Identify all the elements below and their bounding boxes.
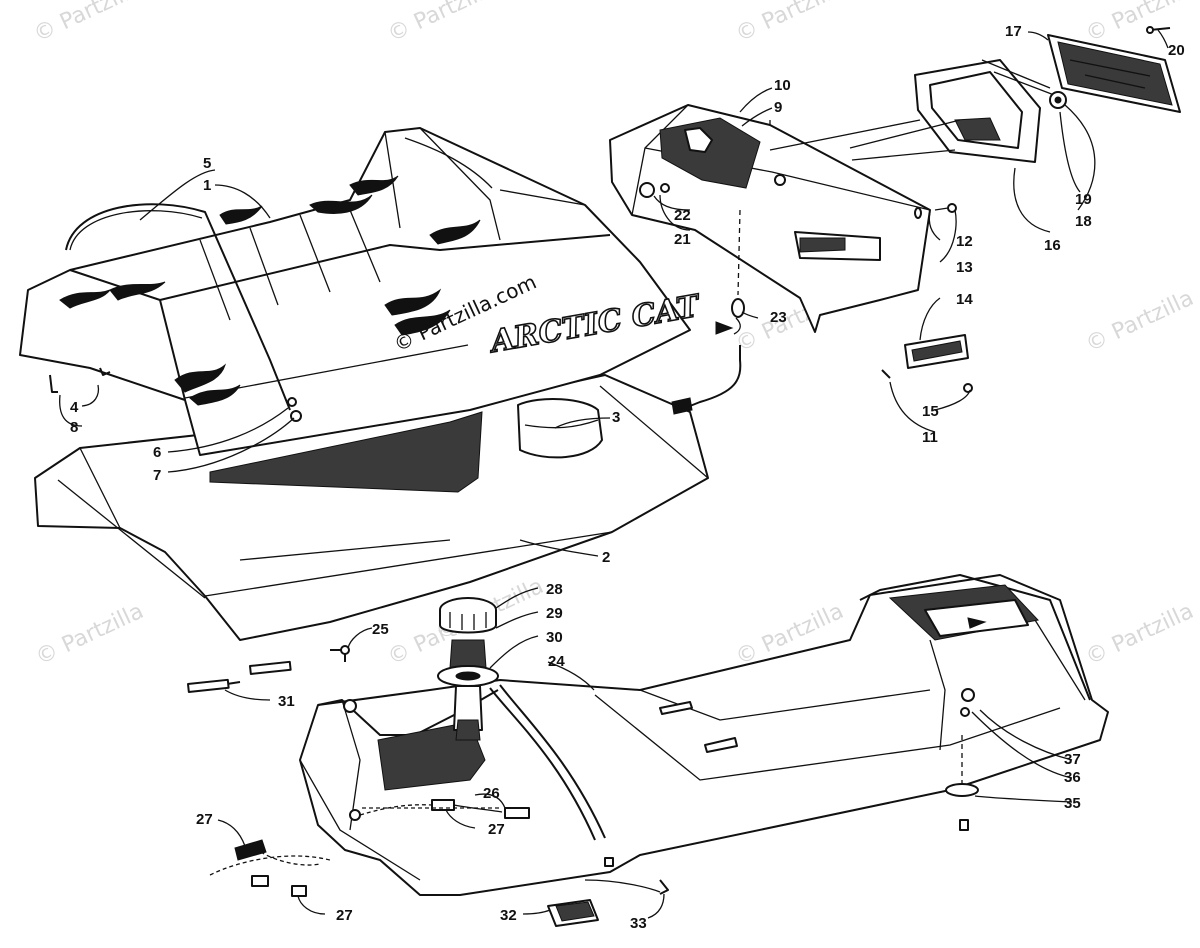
part-label-37: 37 (1064, 751, 1081, 768)
chassis-base (299, 574, 1109, 896)
watermark: © Partzilla (1082, 0, 1198, 47)
tail-light-assembly (769, 26, 1181, 163)
part-label-3: 3 (612, 409, 620, 426)
part-label-16: 16 (1044, 237, 1061, 254)
part-label-11: 11 (922, 429, 938, 446)
seat-assembly: ARCTIC CAT © Partzilla.com (19, 127, 705, 456)
part-label-19: 19 (1075, 191, 1092, 208)
wire-harness (671, 298, 745, 415)
part-label-23: 23 (770, 309, 787, 326)
part-labels: 5 1 4 8 6 7 3 2 10 9 22 21 12 13 23 14 1… (70, 23, 1185, 932)
part-label-25: 25 (372, 621, 389, 638)
part-label-14: 14 (956, 291, 973, 308)
part-label-4: 4 (70, 399, 79, 416)
leader-lines (59, 29, 1169, 919)
grab-strap (65, 203, 291, 411)
part-label-5: 5 (203, 155, 211, 172)
watermark: © Partzilla (1082, 599, 1198, 671)
part-label-35: 35 (1064, 795, 1081, 812)
part-label-34: 33 (630, 915, 647, 932)
part-label-10: 10 (774, 77, 791, 94)
part-label-32: 31 (278, 693, 295, 710)
part-label-36: 36 (1064, 769, 1081, 786)
fuel-fittings (187, 645, 979, 927)
watermark: © Partzilla (1082, 286, 1198, 358)
part-label-21: 21 (674, 231, 691, 248)
fuel-cap-assembly (437, 597, 499, 741)
part-label-31: 30 (546, 629, 563, 646)
part-label-22: 22 (674, 207, 691, 224)
part-label-6: 6 (153, 444, 161, 461)
part-label-27-top: 27 (488, 821, 505, 838)
watermark: © Partzilla (30, 0, 146, 47)
tail-housing (609, 104, 931, 333)
part-label-2: 2 (602, 549, 610, 566)
part-label-33: 32 (500, 907, 517, 924)
part-label-8: 8 (70, 419, 78, 436)
license-plate (881, 334, 973, 393)
watermark: © Partzilla (32, 599, 148, 671)
part-label-15: 15 (922, 403, 939, 420)
part-label-20: 20 (1168, 42, 1185, 59)
small-hardware (914, 203, 957, 219)
part-label-27-bottom: 27 (336, 907, 353, 924)
part-label-30: 29 (546, 605, 563, 622)
part-label-9: 9 (774, 99, 782, 116)
watermark: © Partzilla (732, 0, 848, 47)
part-label-28: 27 (196, 811, 213, 828)
part-label-24: 24 (548, 653, 565, 670)
part-label-1: 1 (203, 177, 211, 194)
part-label-13: 13 (956, 259, 973, 276)
part-label-26: 26 (483, 785, 500, 802)
part-label-29: 28 (546, 581, 563, 598)
part-label-17: 17 (1005, 23, 1022, 40)
part-label-18: 18 (1075, 213, 1092, 230)
part-label-7: 7 (153, 467, 161, 484)
part-label-12: 12 (956, 233, 973, 250)
watermark: © Partzilla (384, 0, 500, 47)
